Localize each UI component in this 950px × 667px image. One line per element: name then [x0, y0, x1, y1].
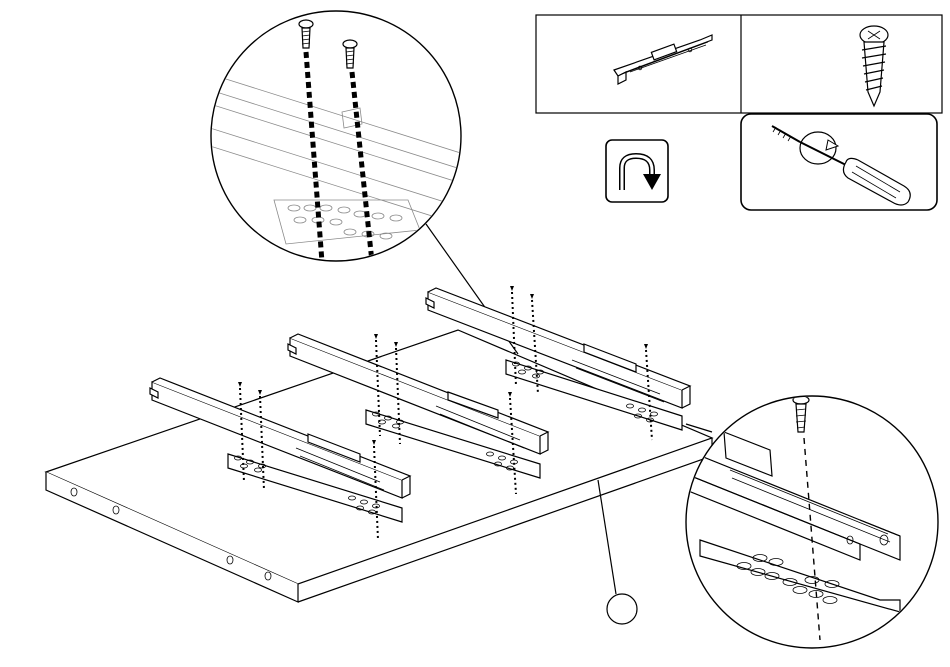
flip-panel-icon — [606, 140, 668, 202]
parts-legend — [536, 15, 942, 113]
screw-icon — [860, 26, 888, 106]
detail-circle-screws — [210, 11, 470, 262]
rail-icon — [614, 35, 712, 84]
detail-circle-rail-end — [686, 396, 938, 648]
part-callout-marker — [598, 480, 637, 624]
screwdriver-icon — [741, 114, 937, 210]
